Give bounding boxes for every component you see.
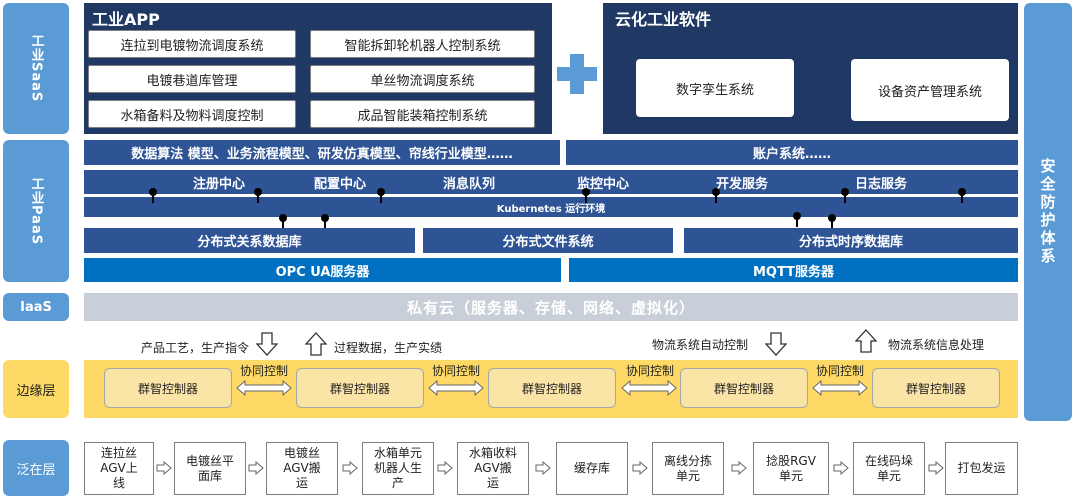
flow-up-label-2: 物流系统信息处理 bbox=[888, 338, 985, 352]
pin-icon bbox=[254, 188, 262, 203]
cloud-software-title: 云化工业软件 bbox=[615, 10, 712, 29]
link-label: 协同控制 bbox=[240, 364, 289, 378]
arrow-right-icon bbox=[833, 461, 849, 475]
plus-icon bbox=[557, 54, 597, 94]
asset-management-box[interactable]: 设备资产管理系统 bbox=[851, 59, 1009, 121]
layer-label-field-text: 泛在层 bbox=[16, 462, 56, 478]
pin-icon bbox=[321, 214, 329, 229]
device-box[interactable]: 连拉丝 AGV上 线 bbox=[84, 442, 154, 495]
security-column: 安全防护体系 bbox=[1024, 3, 1072, 421]
service-log: 日志服务 bbox=[855, 177, 908, 192]
pin-icon bbox=[841, 188, 849, 203]
private-cloud-bar: 私有云（服务器、存储、网络、虚拟化） bbox=[84, 293, 1018, 321]
device-box[interactable]: 在线码垛 单元 bbox=[853, 442, 925, 495]
layer-label-iaas: IaaS bbox=[3, 293, 69, 321]
device-box[interactable]: 离线分拣 单元 bbox=[652, 442, 724, 495]
mqtt-bar: MQTT服务器 bbox=[569, 258, 1018, 282]
layer-label-iaas-text: IaaS bbox=[20, 299, 52, 315]
arrow-right-icon bbox=[248, 461, 264, 475]
industrial-app-title: 工业APP bbox=[92, 10, 160, 29]
pin-icon bbox=[958, 188, 966, 203]
layer-label-edge-text: 边缘层 bbox=[16, 383, 56, 399]
service-dev: 开发服务 bbox=[716, 177, 769, 192]
service-monitor: 监控中心 bbox=[577, 177, 630, 192]
pin-icon bbox=[793, 212, 801, 227]
flow-down-label-1: 产品工艺，生产指令 bbox=[141, 341, 250, 355]
security-column-text: 安全防护体系 bbox=[1038, 158, 1057, 266]
swarm-controller[interactable]: 群智控制器 bbox=[104, 368, 232, 408]
pin-icon bbox=[582, 188, 590, 203]
pin-icon bbox=[712, 188, 720, 203]
pin-icon bbox=[279, 214, 287, 229]
app-item[interactable]: 智能拆卸轮机器人控制系统 bbox=[310, 30, 535, 58]
app-item[interactable]: 连拉到电镀物流调度系统 bbox=[88, 30, 296, 58]
file-system-bar: 分布式文件系统 bbox=[423, 228, 673, 253]
layer-label-saas-text: 工业SaaS bbox=[28, 34, 44, 103]
service-registry: 注册中心 bbox=[193, 177, 246, 192]
link-label: 协同控制 bbox=[816, 364, 865, 378]
opc-ua-bar: OPC UA服务器 bbox=[84, 258, 561, 282]
swarm-controller[interactable]: 群智控制器 bbox=[872, 368, 1000, 408]
device-box[interactable]: 水箱单元 机器人生 产 bbox=[362, 442, 434, 495]
double-arrow-icon bbox=[621, 380, 677, 396]
double-arrow-icon bbox=[236, 380, 292, 396]
arrow-right-icon bbox=[928, 461, 944, 475]
double-arrow-icon bbox=[812, 380, 868, 396]
service-config: 配置中心 bbox=[314, 177, 367, 192]
arrow-up-icon bbox=[305, 332, 327, 356]
swarm-controller[interactable]: 群智控制器 bbox=[296, 368, 424, 408]
device-box[interactable]: 电镀丝 AGV搬 运 bbox=[266, 442, 338, 495]
arrow-up-icon bbox=[855, 329, 877, 353]
link-label: 协同控制 bbox=[626, 364, 675, 378]
arrow-down-icon bbox=[765, 332, 787, 356]
swarm-controller[interactable]: 群智控制器 bbox=[488, 368, 616, 408]
layer-label-paas-text: 工业PaaS bbox=[28, 176, 44, 246]
app-item[interactable]: 水箱备料及物料调度控制 bbox=[88, 100, 296, 128]
device-box[interactable]: 水箱收料 AGV搬 运 bbox=[457, 442, 529, 495]
digital-twin-box[interactable]: 数字孪生系统 bbox=[636, 59, 794, 117]
layer-label-edge: 边缘层 bbox=[3, 360, 69, 418]
device-box[interactable]: 缓存库 bbox=[556, 442, 628, 495]
layer-label-saas: 工业SaaS bbox=[3, 3, 69, 134]
device-box[interactable]: 捻股RGV 单元 bbox=[753, 442, 829, 495]
layer-label-paas: 工业PaaS bbox=[3, 140, 69, 282]
arrow-right-icon bbox=[731, 461, 747, 475]
pin-icon bbox=[377, 188, 385, 203]
layer-label-field: 泛在层 bbox=[3, 440, 69, 496]
arrow-down-icon bbox=[256, 332, 278, 356]
relational-db-bar: 分布式关系数据库 bbox=[84, 228, 415, 253]
app-item[interactable]: 成品智能装箱控制系统 bbox=[310, 100, 535, 128]
device-box[interactable]: 电镀丝平 面库 bbox=[174, 442, 246, 495]
pin-icon bbox=[828, 214, 836, 229]
flow-up-label-1: 过程数据，生产实绩 bbox=[334, 341, 443, 355]
flow-down-label-2: 物流系统自动控制 bbox=[652, 338, 749, 352]
arrow-right-icon bbox=[156, 461, 172, 475]
device-box[interactable]: 打包发运 bbox=[945, 442, 1018, 495]
app-item[interactable]: 单丝物流调度系统 bbox=[310, 65, 535, 93]
arrow-right-icon bbox=[632, 461, 648, 475]
link-label: 协同控制 bbox=[432, 364, 481, 378]
swarm-controller[interactable]: 群智控制器 bbox=[680, 368, 808, 408]
double-arrow-icon bbox=[428, 380, 484, 396]
accounts-bar: 账户系统…… bbox=[566, 140, 1018, 165]
kubernetes-bar: Kubernetes 运行环境 bbox=[84, 197, 1018, 217]
services-bar bbox=[84, 170, 1018, 194]
arrow-right-icon bbox=[437, 461, 453, 475]
pin-icon bbox=[149, 188, 157, 203]
arrow-right-icon bbox=[342, 461, 358, 475]
models-bar: 数据算法 模型、业务流程模型、研发仿真模型、帘线行业模型…… bbox=[84, 140, 560, 165]
service-queue: 消息队列 bbox=[443, 177, 496, 192]
arrow-right-icon bbox=[535, 461, 551, 475]
app-item[interactable]: 电镀巷道库管理 bbox=[88, 65, 296, 93]
timeseries-db-bar: 分布式时序数据库 bbox=[684, 228, 1018, 253]
